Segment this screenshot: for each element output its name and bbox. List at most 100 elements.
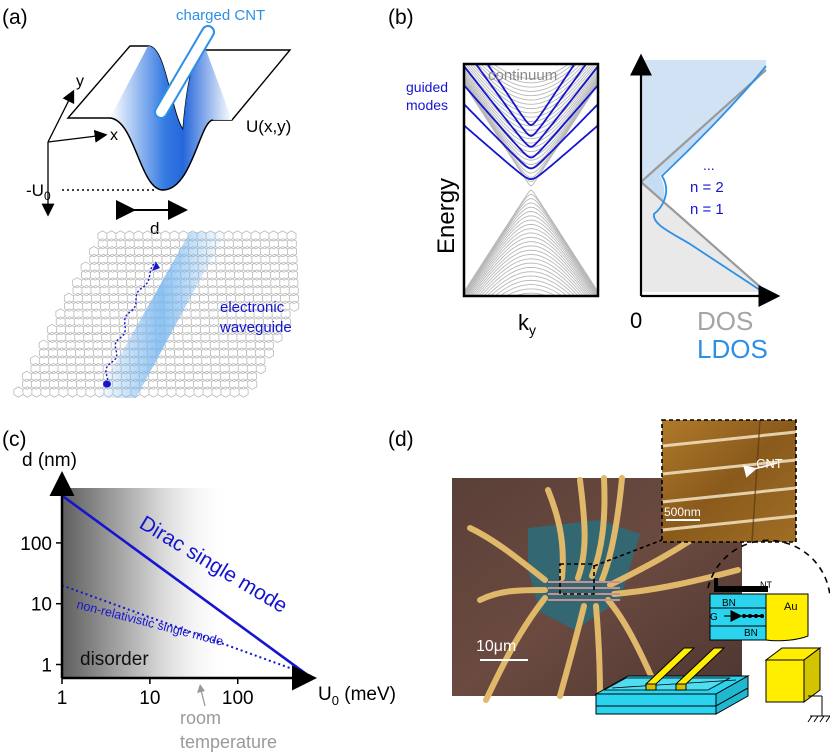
x-tick-label: 1 <box>57 688 68 709</box>
continuum-band <box>468 236 594 296</box>
mode-n2: n = 2 <box>690 179 724 196</box>
c-xlabel: U0 (meV) <box>318 684 396 708</box>
electron-trajectory <box>105 261 157 385</box>
continuum-band <box>475 254 587 296</box>
schematic-bn-bottom: BN <box>744 628 758 639</box>
continuum-band <box>464 223 598 296</box>
axes-3d <box>41 89 108 217</box>
guided-mode-band <box>464 102 598 170</box>
band-frame <box>462 62 600 298</box>
guided-mode-band <box>474 64 588 137</box>
continuum-band <box>466 64 596 114</box>
chart-marks: 1 10 100 1 10 100 <box>20 494 307 709</box>
mode-n1: n = 1 <box>690 201 724 218</box>
device-3d <box>594 647 830 723</box>
panel-d-label: (d) <box>388 428 414 451</box>
afm-inset: CNT 500nm <box>661 419 797 543</box>
continuum-band <box>464 80 598 165</box>
schematic-bn-top: BN <box>722 598 736 609</box>
continuum-label: continuum <box>488 67 557 84</box>
dos-line-upper <box>641 69 767 183</box>
continuum-band <box>483 64 579 88</box>
nonrel-series-line <box>61 584 307 675</box>
panel-a-label: (a) <box>2 6 28 29</box>
scalebar-big-label: 10μm <box>476 638 516 655</box>
continuum-band <box>464 64 598 118</box>
cross-section-schematic <box>707 539 830 642</box>
continuum-band <box>464 79 598 161</box>
continuum-band <box>513 292 549 296</box>
afm-cnt-label: CNT <box>756 456 783 471</box>
y-tick-label: 100 <box>20 534 52 555</box>
potential-label: U(x,y) <box>246 117 291 136</box>
continuum-band <box>464 211 598 296</box>
room-temp-arrow <box>197 684 206 707</box>
continuum-band <box>464 202 598 294</box>
continuum-band <box>464 72 598 140</box>
x-tick-label: 10 <box>139 688 160 709</box>
continuum-band <box>489 275 573 296</box>
waveguide-label-1: electronic <box>220 299 285 316</box>
schematic-g: G <box>710 612 718 623</box>
continuum-band <box>486 271 576 296</box>
continuum-band <box>477 258 585 296</box>
waveguide-strip <box>96 232 226 398</box>
ldos-curve <box>653 65 767 295</box>
continuum-band <box>473 249 589 296</box>
continuum-band <box>464 74 598 144</box>
zoom-leader <box>593 539 663 567</box>
axis-x-label: x <box>110 127 118 144</box>
scalebar-small-label: 500nm <box>664 505 701 519</box>
cnt-tube <box>154 25 215 119</box>
continuum-band <box>464 82 598 178</box>
continuum-band <box>464 198 598 294</box>
continuum-band <box>474 64 588 101</box>
energy-axis-label: Energy <box>433 178 460 254</box>
continuum-band <box>464 215 598 296</box>
dos-plot <box>630 53 781 307</box>
continuum-band <box>464 68 598 131</box>
c-ylabel: d (nm) <box>22 450 77 471</box>
continuum-band <box>499 284 563 296</box>
guided-label-2: modes <box>406 97 448 113</box>
room-label: room <box>180 708 221 728</box>
continuum-band <box>464 77 598 153</box>
continuum-band <box>469 241 593 296</box>
electron-dot <box>103 380 111 388</box>
dirac-series-line <box>61 494 307 675</box>
zoom-box <box>559 563 595 595</box>
dos-dots: ... <box>703 157 715 173</box>
panel-c-label: (c) <box>2 428 27 451</box>
cnt-label: charged CNT <box>176 7 265 24</box>
potential-edges <box>109 117 214 191</box>
panel-d: (d) <box>388 419 830 723</box>
width-label: d <box>150 219 159 238</box>
dos-label: DOS <box>697 306 753 336</box>
gold-leads <box>467 475 741 703</box>
x-tick-label: 100 <box>222 688 254 709</box>
axis-y-label: y <box>76 73 84 90</box>
depth-label: -U0 <box>26 181 51 203</box>
continuum-band <box>465 228 597 296</box>
y-tick-label: 10 <box>31 595 52 616</box>
continuum-band <box>471 64 591 105</box>
graphene-lattice <box>13 230 300 398</box>
continuum-band <box>464 206 598 295</box>
y-tick-label: 1 <box>41 656 52 677</box>
continuum-band <box>471 245 591 296</box>
panel-a: (a) charged CNT U(x,y) x y -U0 d <box>2 6 300 398</box>
guided-mode-band <box>464 64 598 148</box>
waveguide-label-2: waveguide <box>219 319 292 336</box>
guided-label-1: guided <box>406 79 448 95</box>
continuum-band <box>464 70 598 135</box>
continuum-band <box>464 82 598 174</box>
temperature-label: temperature <box>180 732 277 752</box>
continuum-band <box>464 64 598 122</box>
continuum-band <box>468 64 594 110</box>
continuum-band <box>476 64 586 97</box>
potential-trough <box>110 46 232 190</box>
dos-line-lower <box>641 181 767 293</box>
continuum-band <box>464 219 598 296</box>
continuum-band <box>505 288 557 296</box>
